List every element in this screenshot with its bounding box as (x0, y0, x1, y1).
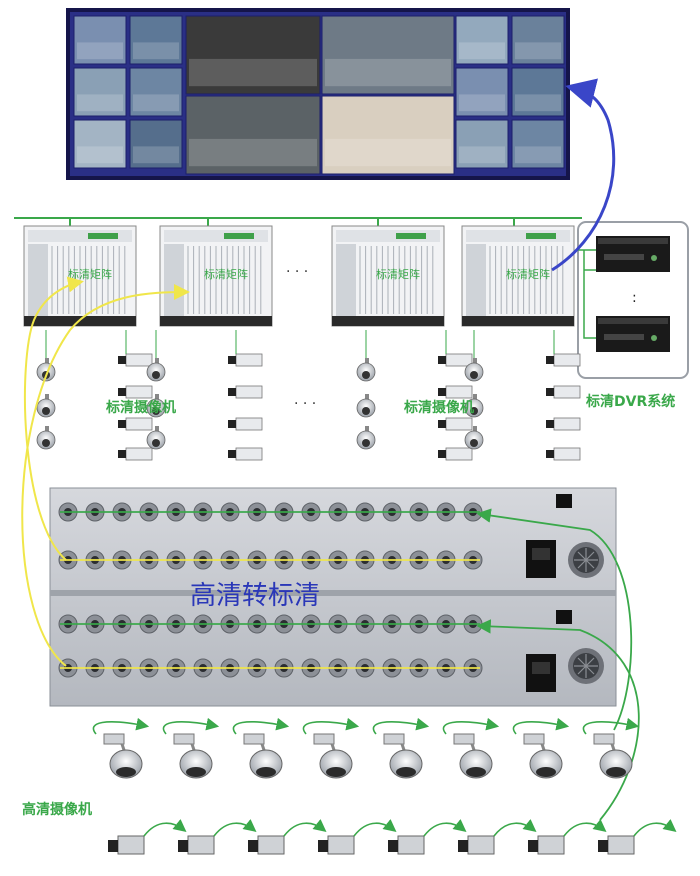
video-tile (73, 15, 127, 65)
power-module (526, 494, 604, 578)
sd-camera-group (36, 330, 581, 461)
sd-camera-label-1: 标清摄像机 (105, 399, 176, 416)
camera-ellipsis: · · · (294, 396, 316, 412)
video-tile (511, 67, 565, 117)
sd-box-camera (228, 353, 263, 367)
video-tile-large (185, 95, 321, 175)
hd-dome-camera (92, 717, 150, 779)
sd-dome-camera (36, 426, 56, 450)
hd-camera-group (92, 717, 677, 855)
bnc-row (58, 658, 483, 678)
sd-box-camera (118, 447, 153, 461)
sd-matrix: 标清矩阵 (331, 225, 445, 327)
video-tile (129, 67, 183, 117)
sd-dome-camera (356, 358, 376, 382)
hd-dome-camera (512, 717, 570, 779)
video-tile (455, 67, 509, 117)
matrix-ellipsis: · · · (286, 264, 308, 280)
sd-box-camera (438, 417, 473, 431)
blue-output-arrow (551, 78, 616, 272)
video-tile (129, 15, 183, 65)
hd-dome-camera (162, 717, 220, 779)
dvr-ellipsis: : (632, 290, 637, 306)
network-bus (14, 217, 582, 226)
bnc-row (58, 614, 483, 634)
sd-camera-cluster (356, 330, 473, 461)
sd-dvr-label: 标清DVR系统 (585, 393, 675, 410)
sd-box-camera (546, 385, 581, 399)
hd-box-camera (528, 819, 607, 855)
sd-matrix: 标清矩阵 (159, 225, 273, 327)
hd-dome-camera (582, 717, 640, 779)
hd-links (476, 508, 640, 821)
sd-dome-camera (146, 394, 166, 418)
sd-box-camera (118, 353, 153, 367)
sd-matrix-label: 标清矩阵 (506, 267, 550, 281)
video-tile-large (321, 15, 455, 95)
video-tile (511, 15, 565, 65)
sd-matrix-label: 标清矩阵 (376, 267, 420, 281)
hd-to-sd-title: 高清转标清 (190, 581, 320, 611)
sd-box-camera (118, 385, 153, 399)
video-tile (455, 15, 509, 65)
hd-to-sd-converter (49, 487, 617, 707)
hd-box-camera (388, 819, 467, 855)
video-tile (73, 67, 127, 117)
hd-box-camera (108, 819, 187, 855)
sd-camera-label-2: 标清摄像机 (403, 399, 474, 416)
sd-dome-camera (356, 426, 376, 450)
sd-box-camera (228, 417, 263, 431)
hd-dome-camera (302, 717, 360, 779)
sd-dome-camera (146, 426, 166, 450)
hd-box-camera (178, 819, 257, 855)
dvr-system: : (576, 221, 689, 379)
sd-box-camera (228, 447, 263, 461)
sd-matrix-group: 标清矩阵 标清矩阵 标清矩阵 标清矩阵 (23, 225, 575, 327)
yellow-links (21, 276, 190, 667)
sd-box-camera (546, 417, 581, 431)
hd-dome-camera (372, 717, 430, 779)
video-tile-large (185, 15, 321, 95)
dvr-unit (596, 316, 670, 352)
sd-dome-camera (464, 358, 484, 382)
hd-camera-label: 高清摄像机 (22, 801, 92, 818)
sd-dome-camera (464, 394, 484, 418)
sd-box-camera (438, 353, 473, 367)
sd-matrix-label: 标清矩阵 (68, 267, 112, 281)
hd-box-camera (458, 819, 537, 855)
sd-box-camera (438, 447, 473, 461)
sd-dome-camera (464, 426, 484, 450)
sd-matrix-label: 标清矩阵 (204, 267, 248, 281)
sd-box-camera (546, 447, 581, 461)
hd-box-camera (248, 819, 327, 855)
video-tile (511, 119, 565, 169)
power-module (526, 610, 604, 692)
sd-dome-camera (146, 358, 166, 382)
hd-dome-camera (442, 717, 500, 779)
video-wall (66, 8, 570, 180)
sd-dome-camera (36, 394, 56, 418)
video-tile (73, 119, 127, 169)
sd-matrix: 标清矩阵 (23, 225, 137, 327)
sd-camera-cluster (146, 330, 263, 461)
sd-box-camera (438, 385, 473, 399)
hd-box-camera (318, 819, 397, 855)
dvr-unit (596, 236, 670, 272)
hd-box-camera (598, 819, 677, 855)
sd-box-camera (228, 385, 263, 399)
video-tile (129, 119, 183, 169)
hd-dome-camera (232, 717, 290, 779)
sd-dome-camera (36, 358, 56, 382)
sd-box-camera (118, 417, 153, 431)
video-tile-large (321, 95, 455, 175)
sd-matrix: 标清矩阵 (461, 225, 575, 327)
sd-camera-cluster (464, 330, 581, 461)
sd-box-camera (546, 353, 581, 367)
video-tile (455, 119, 509, 169)
bnc-row (58, 550, 483, 570)
sd-camera-cluster (36, 330, 153, 461)
sd-dome-camera (356, 394, 376, 418)
